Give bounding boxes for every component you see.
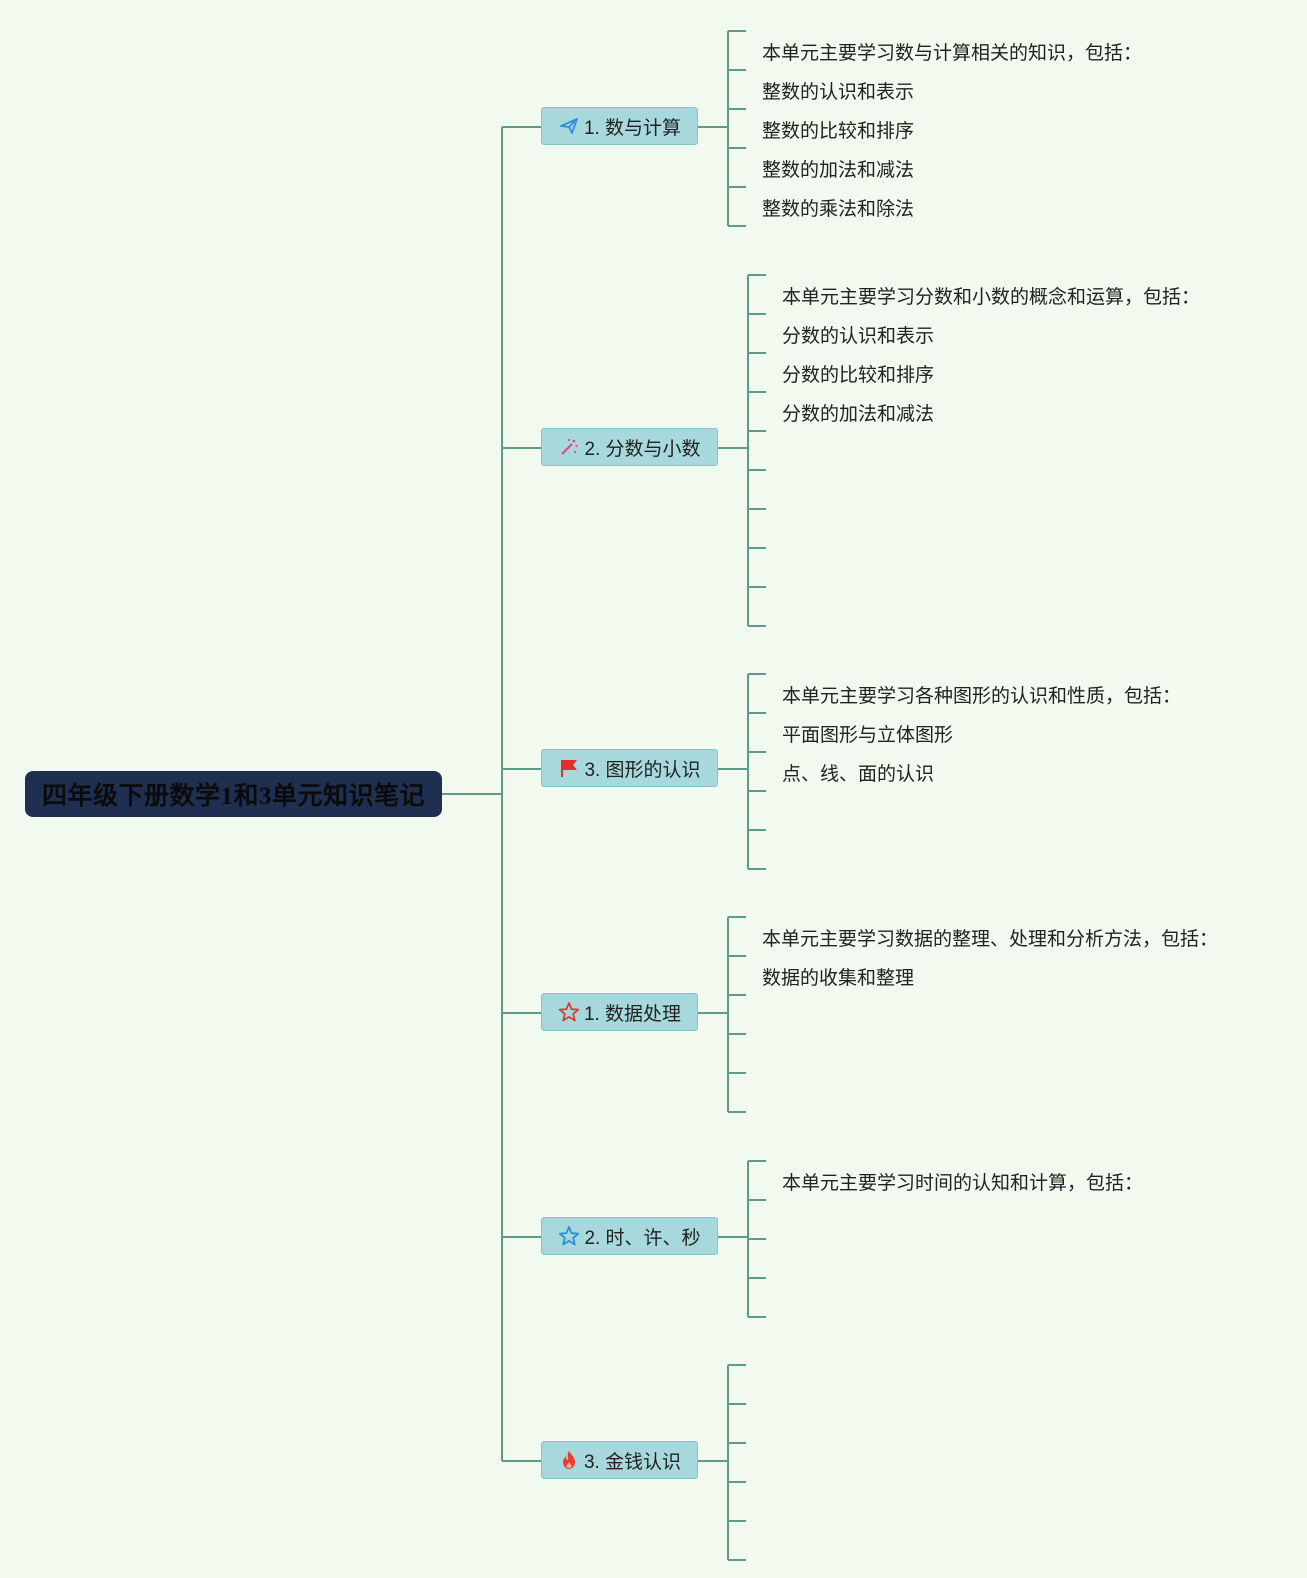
leaf-item[interactable]: 整数的加法和减法 xyxy=(762,160,915,181)
leaf-item[interactable]: 分数的比较和排序 xyxy=(782,365,935,386)
branch-node-shu-ju-chu-li[interactable]: 1. 数据处理 xyxy=(541,993,698,1031)
branch-label: 2. 分数与小数 xyxy=(584,438,701,460)
star-outline-blue-icon xyxy=(558,1225,580,1247)
paper-plane-icon xyxy=(558,115,580,137)
leaf-item[interactable]: 本单元主要学习数据的整理、处理和分析方法，包括： xyxy=(762,929,1219,950)
branch-node-jin-qian-ren-shi[interactable]: 3. 金钱认识 xyxy=(541,1441,698,1479)
star-outline-red-icon xyxy=(558,1001,580,1023)
branch-label: 3. 图形的认识 xyxy=(584,759,701,781)
leaf-item[interactable]: 整数的比较和排序 xyxy=(762,121,915,142)
leaf-item[interactable]: 本单元主要学习时间的认知和计算，包括： xyxy=(782,1173,1144,1194)
leaf-item[interactable]: 本单元主要学习各种图形的认识和性质，包括： xyxy=(782,686,1182,707)
branch-node-tu-xing-de-ren-shi[interactable]: 3. 图形的认识 xyxy=(541,749,718,787)
flag-icon xyxy=(558,757,580,779)
leaf-item[interactable]: 整数的认识和表示 xyxy=(762,82,915,103)
leaf-item[interactable]: 本单元主要学习数与计算相关的知识，包括： xyxy=(762,43,1143,64)
magic-wand-icon xyxy=(558,436,580,458)
branch-label: 2. 时、许、秒 xyxy=(584,1227,701,1249)
fire-icon xyxy=(558,1449,580,1471)
branch-label: 1. 数与计算 xyxy=(583,117,682,139)
branch-node-shi-xu-miao[interactable]: 2. 时、许、秒 xyxy=(541,1217,718,1255)
leaf-item[interactable]: 分数的加法和减法 xyxy=(782,404,935,425)
root-title: 四年级下册数学1和3单元知识笔记 xyxy=(41,783,425,810)
branch-node-fen-shu-yu-xiao-shu[interactable]: 2. 分数与小数 xyxy=(541,428,718,466)
leaf-item[interactable]: 数据的收集和整理 xyxy=(762,968,915,989)
root-node[interactable]: 四年级下册数学1和3单元知识笔记 xyxy=(25,771,442,817)
leaf-item[interactable]: 整数的乘法和除法 xyxy=(762,199,915,220)
leaf-item[interactable]: 点、线、面的认识 xyxy=(782,764,935,785)
leaf-item[interactable]: 平面图形与立体图形 xyxy=(782,725,954,746)
branch-node-shu-yu-ji-suan[interactable]: 1. 数与计算 xyxy=(541,107,698,145)
leaf-item[interactable]: 本单元主要学习分数和小数的概念和运算，包括： xyxy=(782,287,1201,308)
leaf-item[interactable]: 分数的认识和表示 xyxy=(782,326,935,347)
branch-label: 1. 数据处理 xyxy=(583,1003,682,1025)
branch-label: 3. 金钱认识 xyxy=(583,1451,682,1473)
